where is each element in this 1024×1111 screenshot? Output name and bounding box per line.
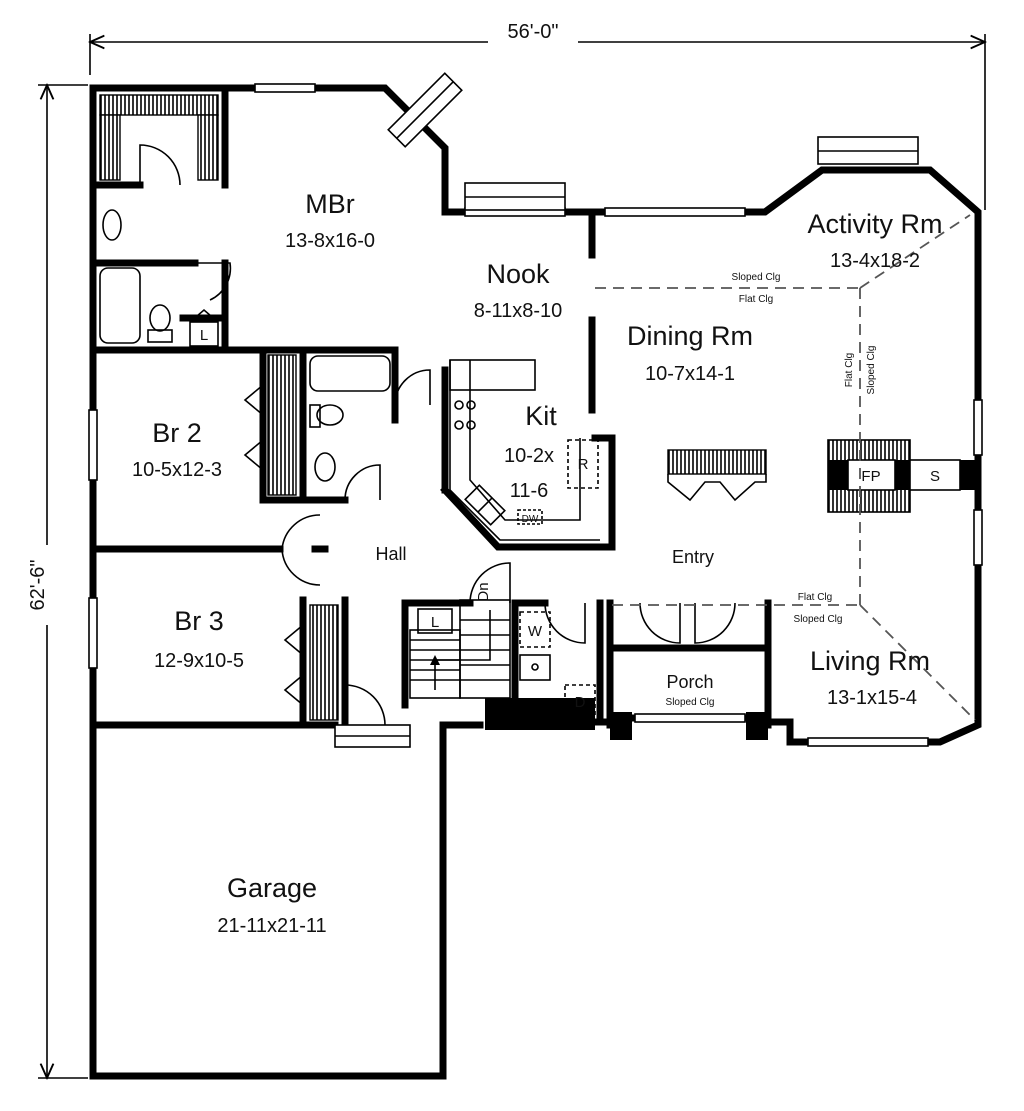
room-kit-size-1: 10-2x: [504, 445, 554, 467]
porch-column-right: [746, 712, 768, 740]
stairs: L Dn: [409, 582, 595, 730]
ceiling-note-sloped-top: Sloped Clg: [732, 272, 781, 283]
room-nook-name: Nook: [486, 259, 550, 289]
room-activity-size: 13-4x18-2: [830, 250, 920, 272]
room-entry-name: Entry: [672, 547, 714, 567]
room-br3-name: Br 3: [174, 606, 224, 636]
kitchen-fixtures: R DW: [449, 359, 600, 541]
room-garage-size: 21-11x21-11: [217, 915, 326, 937]
room-nook-size: 8-11x8-10: [474, 300, 563, 322]
width-label: 56'-0": [508, 21, 559, 43]
laundry: W D: [519, 611, 596, 718]
bath-fixtures: [99, 209, 391, 482]
linen-roof: [189, 308, 219, 323]
depth-label: 62'-6": [27, 560, 49, 611]
room-hall-name: Hall: [375, 544, 406, 564]
ceiling-note-sloped-bottom: Sloped Clg: [794, 614, 843, 625]
room-activity-name: Activity Rm: [808, 209, 943, 239]
room-br2-size: 10-5x12-3: [132, 459, 222, 481]
linen-box-mbr: [189, 321, 219, 347]
room-porch-note: Sloped Clg: [666, 697, 715, 708]
room-kit-size-2: 11-6: [510, 480, 549, 502]
room-labels: MBr 13-8x16-0 Nook 8-11x8-10 Dining Rm 1…: [132, 189, 943, 937]
room-porch-name: Porch: [666, 672, 713, 692]
room-br3-size: 12-9x10-5: [154, 650, 244, 672]
fireplace-label: FP: [861, 468, 880, 485]
storage-label: S: [930, 468, 940, 485]
room-mbr-name: MBr: [305, 189, 355, 219]
linen-label-mbr: L: [200, 327, 208, 344]
room-living-size: 13-1x15-4: [827, 687, 917, 709]
linen-label-hall: L: [431, 614, 439, 631]
dimension-width: 56'-0": [90, 21, 985, 210]
room-kit-name: Kit: [525, 401, 557, 431]
doors: [139, 144, 736, 726]
ceiling-note-flat-side: Flat Clg: [844, 353, 855, 387]
porch-column-left: [610, 712, 632, 740]
stairs-down-label: Dn: [475, 582, 492, 601]
ceiling-note-flat-bottom: Flat Clg: [798, 592, 832, 603]
interior-walls: [89, 84, 772, 729]
fireplace: FP S: [827, 439, 978, 513]
dishwasher-label: DW: [522, 514, 539, 525]
room-dining-size: 10-7x14-1: [645, 363, 735, 385]
ceiling-note-sloped-side: Sloped Clg: [866, 346, 877, 395]
ceiling-lines: Sloped Clg Flat Clg Flat Clg Sloped Clg …: [595, 214, 976, 721]
dryer-label: D: [575, 694, 586, 711]
room-mbr-size: 13-8x16-0: [285, 230, 375, 252]
washer-label: W: [528, 623, 543, 640]
ceiling-note-flat-top: Flat Clg: [739, 294, 773, 305]
refrigerator-label: R: [578, 456, 589, 473]
room-br2-name: Br 2: [152, 418, 202, 448]
room-dining-name: Dining Rm: [627, 321, 753, 351]
dimension-depth: 62'-6": [27, 85, 88, 1078]
room-garage-name: Garage: [227, 873, 317, 903]
room-living-name: Living Rm: [810, 646, 930, 676]
closet-shelves: [99, 94, 767, 721]
windows: [88, 72, 983, 748]
